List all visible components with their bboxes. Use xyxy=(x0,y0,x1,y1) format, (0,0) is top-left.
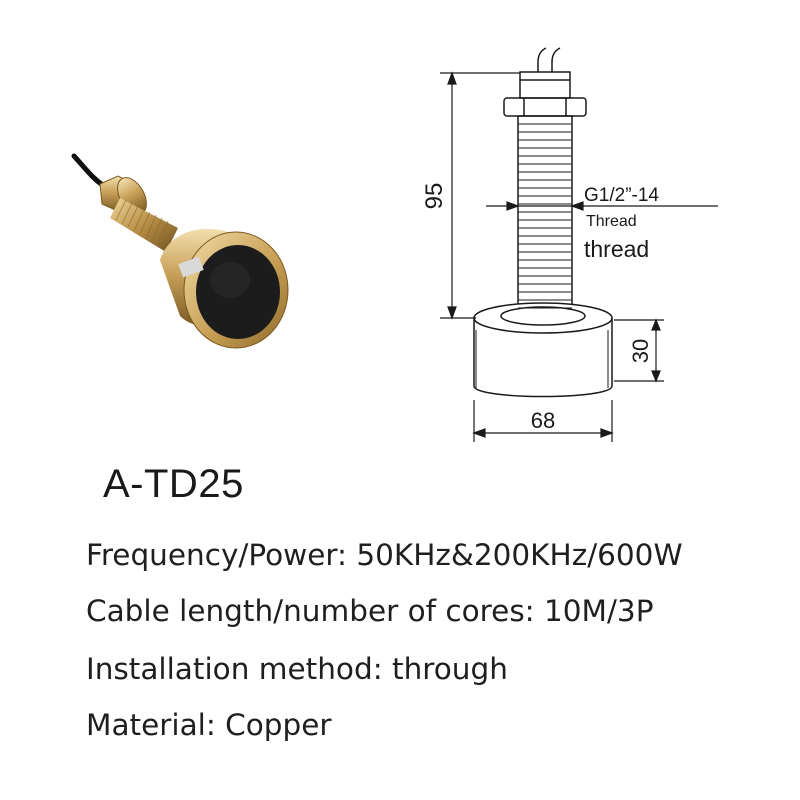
base-width-label: 68 xyxy=(531,408,555,433)
drawing-stem xyxy=(517,115,573,317)
base-height-label: 30 xyxy=(628,339,653,363)
drawing-cap xyxy=(519,71,571,99)
transducer-housing xyxy=(160,228,289,349)
spec-material: Material: Copper xyxy=(86,708,332,742)
thread-sub-label: Thread xyxy=(586,213,637,230)
base-width-dimension xyxy=(472,400,614,442)
spec-installation-method: Installation method: through xyxy=(86,652,508,686)
spec-cable-length: Cable length/number of cores: 10M/3P xyxy=(86,594,654,628)
thread-ridges xyxy=(518,123,572,309)
thread-callout xyxy=(486,201,718,211)
dimension-drawing: 95 G1/2”-14 Thread thread 30 68 xyxy=(421,47,718,442)
height-dimension xyxy=(440,71,520,320)
drawing-cable xyxy=(537,47,547,72)
base-height-dimension xyxy=(614,318,664,383)
drawing-base xyxy=(473,317,613,398)
drawing-nut xyxy=(503,97,587,117)
spec-frequency-power: Frequency/Power: 50KHz&200KHz/600W xyxy=(86,538,683,572)
thread-label: thread xyxy=(584,236,649,262)
label-sticker xyxy=(178,256,204,278)
cable xyxy=(71,153,107,189)
height-dim-label: 95 xyxy=(421,183,448,210)
threaded-stem xyxy=(110,198,178,252)
transducer-photo xyxy=(71,153,289,349)
thread-spec-label: G1/2”-14 xyxy=(584,185,659,206)
model-name: A-TD25 xyxy=(103,462,244,506)
